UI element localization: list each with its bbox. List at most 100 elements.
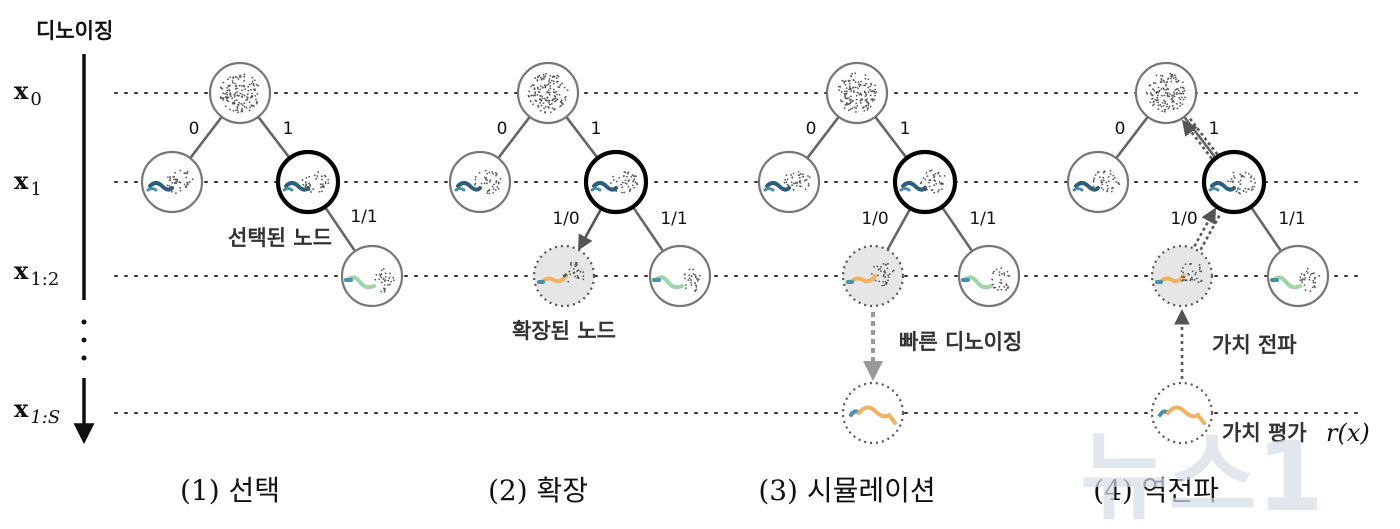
noise-dot (1152, 88, 1154, 90)
noise-dot (1173, 91, 1175, 94)
noise-dot (1182, 271, 1185, 274)
noise-dot (851, 107, 854, 110)
noise-dot (626, 175, 628, 178)
noise-dot (240, 95, 243, 98)
noise-dot (1109, 169, 1112, 172)
noise-dot (474, 182, 477, 185)
noise-dot (1306, 267, 1309, 270)
noise-dot (798, 176, 801, 179)
noise-dot (243, 79, 246, 82)
noise-dot (694, 282, 697, 285)
noise-dot (873, 90, 876, 93)
noise-dot (383, 290, 386, 293)
root-node (208, 61, 272, 125)
noise-dot (1237, 191, 1240, 194)
sequence-fragment (456, 181, 482, 192)
noise-dot (227, 84, 230, 87)
noise-dot (321, 178, 323, 181)
noise-dot (565, 274, 568, 276)
noise-dot (548, 93, 551, 96)
noise-dot (1176, 80, 1179, 83)
noise-dot (534, 93, 537, 95)
noise-dot (1191, 278, 1194, 281)
noise-dot (869, 88, 871, 91)
noise-dot (1198, 264, 1201, 266)
noise-dot (940, 188, 943, 191)
noise-dot (1181, 103, 1184, 105)
noise-dot (229, 93, 231, 95)
noise-dot (884, 276, 886, 279)
noise-dot (870, 82, 872, 85)
noise-dot (1171, 104, 1174, 107)
noise-dot (1182, 98, 1185, 101)
noise-dot (1194, 273, 1197, 276)
noise-dot (1157, 101, 1160, 104)
axis-dot (81, 319, 87, 325)
noise-dot (550, 102, 553, 105)
noise-dot (1189, 278, 1192, 280)
noise-dot (634, 181, 637, 184)
noise-dot (1145, 91, 1148, 94)
noise-dot (1195, 271, 1197, 274)
sequence-fragment (540, 274, 568, 284)
expanded-node-label: 확장된 노드 (512, 319, 616, 343)
noise-dot (870, 272, 873, 275)
noise-dot (1115, 180, 1118, 183)
noise-dot (635, 175, 637, 178)
noise-dot (998, 271, 1001, 273)
noise-dot (690, 275, 693, 277)
noise-dot (613, 179, 615, 181)
noise-dot (226, 99, 228, 102)
noise-dot (575, 264, 578, 267)
noise-dot (787, 184, 790, 187)
noise-dot (1152, 101, 1155, 103)
noise-dot (1182, 279, 1185, 281)
noise-dot (624, 171, 627, 174)
noise-dot (495, 174, 497, 177)
noise-dot (559, 84, 562, 87)
noise-dot (888, 273, 891, 275)
sequence-fragment (1074, 181, 1100, 192)
noise-dot (1110, 190, 1113, 193)
noise-dot (532, 103, 535, 106)
noise-dot (801, 175, 804, 178)
noise-dot (551, 76, 554, 78)
expanded-node (1150, 244, 1214, 308)
noise-dot (1181, 81, 1184, 84)
noise-dot (633, 175, 636, 178)
noise-dot (799, 179, 802, 182)
noise-dot (925, 187, 928, 190)
node-circle (957, 244, 1021, 308)
noise-dot (1170, 77, 1172, 80)
noise-dot (1156, 91, 1159, 94)
noise-dot (785, 181, 788, 184)
noise-dot (243, 75, 246, 78)
sequence-fragment (590, 187, 602, 192)
noise-dot (1157, 104, 1160, 107)
noise-dot (1179, 98, 1182, 101)
noise-dot (483, 176, 486, 179)
noise-dot (1232, 171, 1235, 174)
noise-dot (1175, 93, 1178, 96)
noise-dot (1245, 191, 1248, 193)
noise-dot (179, 187, 181, 189)
noise-dot (574, 265, 576, 268)
noise-dot (551, 107, 554, 109)
noise-dot (496, 186, 499, 188)
noise-dot (887, 279, 889, 282)
noise-dot (854, 86, 857, 89)
noise-dot (1003, 285, 1006, 288)
noise-dot (555, 90, 558, 93)
panel-caption: (4) 역전파 (1093, 474, 1219, 507)
noise-dot (169, 176, 172, 178)
noise-dot (224, 105, 227, 108)
panel-caption: (2) 확장 (488, 474, 588, 507)
noise-dot (843, 107, 846, 110)
noise-dot (224, 96, 227, 98)
noise-dot (567, 280, 570, 283)
noise-dot (1093, 187, 1096, 190)
noise-dot (1193, 279, 1196, 281)
noise-dot (864, 74, 867, 76)
noise-dot (562, 103, 564, 106)
